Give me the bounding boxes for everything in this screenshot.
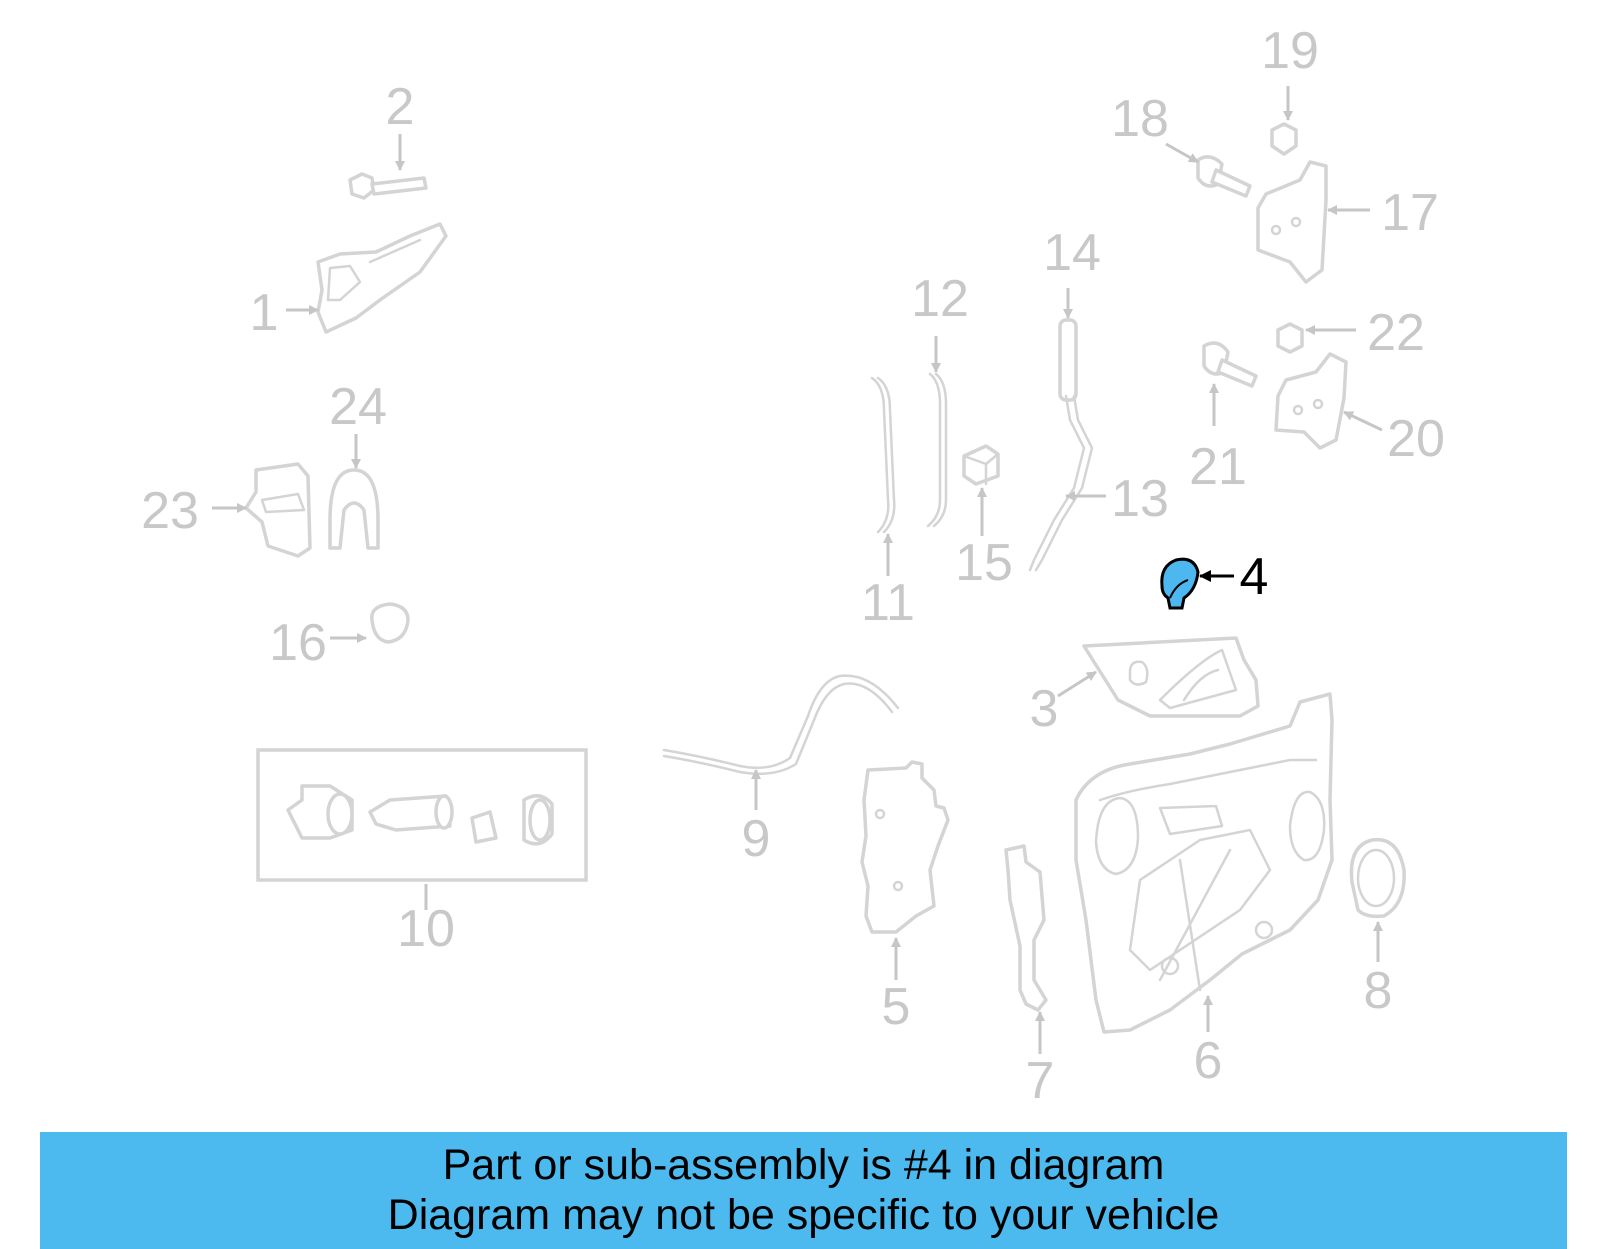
- callout-18: 18: [1111, 90, 1169, 148]
- part-8-cap: [1349, 837, 1406, 919]
- part-11-rod: [870, 376, 896, 534]
- part-7-bracket: [1004, 844, 1048, 1012]
- part-21-bolt: [1202, 341, 1258, 388]
- footer-info-banner: Part or sub-assembly is #4 in diagram Di…: [40, 1132, 1567, 1249]
- part-16-bushing: [370, 602, 410, 644]
- callout-10: 10: [397, 900, 455, 958]
- part-5-latch: [860, 760, 950, 934]
- part-15-clip: [962, 444, 1000, 486]
- footer-line-part-reference: Part or sub-assembly is #4 in diagram: [442, 1141, 1165, 1189]
- part-24-clip: [328, 468, 380, 550]
- callout-14: 14: [1043, 224, 1101, 282]
- callout-5: 5: [882, 978, 911, 1036]
- part-22-nut: [1276, 322, 1304, 354]
- callout-8: 8: [1364, 962, 1393, 1020]
- callout-6: 6: [1194, 1032, 1223, 1090]
- callout-12: 12: [911, 270, 969, 328]
- part-23-striker: [244, 462, 312, 558]
- part-10-lock-cylinder-kit: [256, 748, 588, 882]
- callout-20: 20: [1387, 410, 1445, 468]
- exploded-parts-diagram: 2 1 24 23 16 10 11 12 15 14 13 19 18 17 …: [141, 22, 1445, 1110]
- part-6-door-module: [1074, 692, 1334, 1034]
- callout-23: 23: [141, 482, 199, 540]
- callout-11: 11: [861, 574, 915, 632]
- part-9-cable: [662, 674, 900, 775]
- callout-24: 24: [329, 378, 387, 436]
- callout-19: 19: [1261, 22, 1319, 80]
- callout-22: 22: [1367, 304, 1425, 362]
- callout-3: 3: [1030, 680, 1059, 738]
- part-12-rod: [926, 372, 948, 528]
- callout-4-highlighted: 4: [1240, 548, 1269, 606]
- callout-13: 13: [1111, 470, 1169, 528]
- callout-15: 15: [955, 534, 1013, 592]
- callout-1: 1: [250, 284, 279, 342]
- part-1-exterior-handle: [316, 222, 448, 334]
- leader-lines: [212, 86, 1383, 1054]
- part-4-highlighted: [1160, 557, 1200, 610]
- part-18-bolt: [1196, 155, 1252, 198]
- callout-17: 17: [1381, 184, 1439, 242]
- part-13-rod: [1028, 394, 1094, 572]
- callout-labels: 2 1 24 23 16 10 11 12 15 14 13 19 18 17 …: [141, 22, 1445, 1110]
- callout-7: 7: [1026, 1052, 1055, 1110]
- footer-line-disclaimer: Diagram may not be specific to your vehi…: [387, 1191, 1220, 1239]
- callout-16: 16: [269, 614, 327, 672]
- part-3-inside-handle: [1082, 636, 1260, 718]
- callout-9: 9: [742, 810, 771, 868]
- part-14-rod-end: [1058, 318, 1078, 402]
- callout-2: 2: [386, 78, 415, 136]
- part-2-bolt: [348, 172, 428, 200]
- part-19-nut: [1270, 122, 1298, 156]
- callout-21: 21: [1189, 438, 1247, 496]
- part-17-bracket: [1256, 160, 1328, 284]
- part-20-bracket: [1274, 352, 1348, 450]
